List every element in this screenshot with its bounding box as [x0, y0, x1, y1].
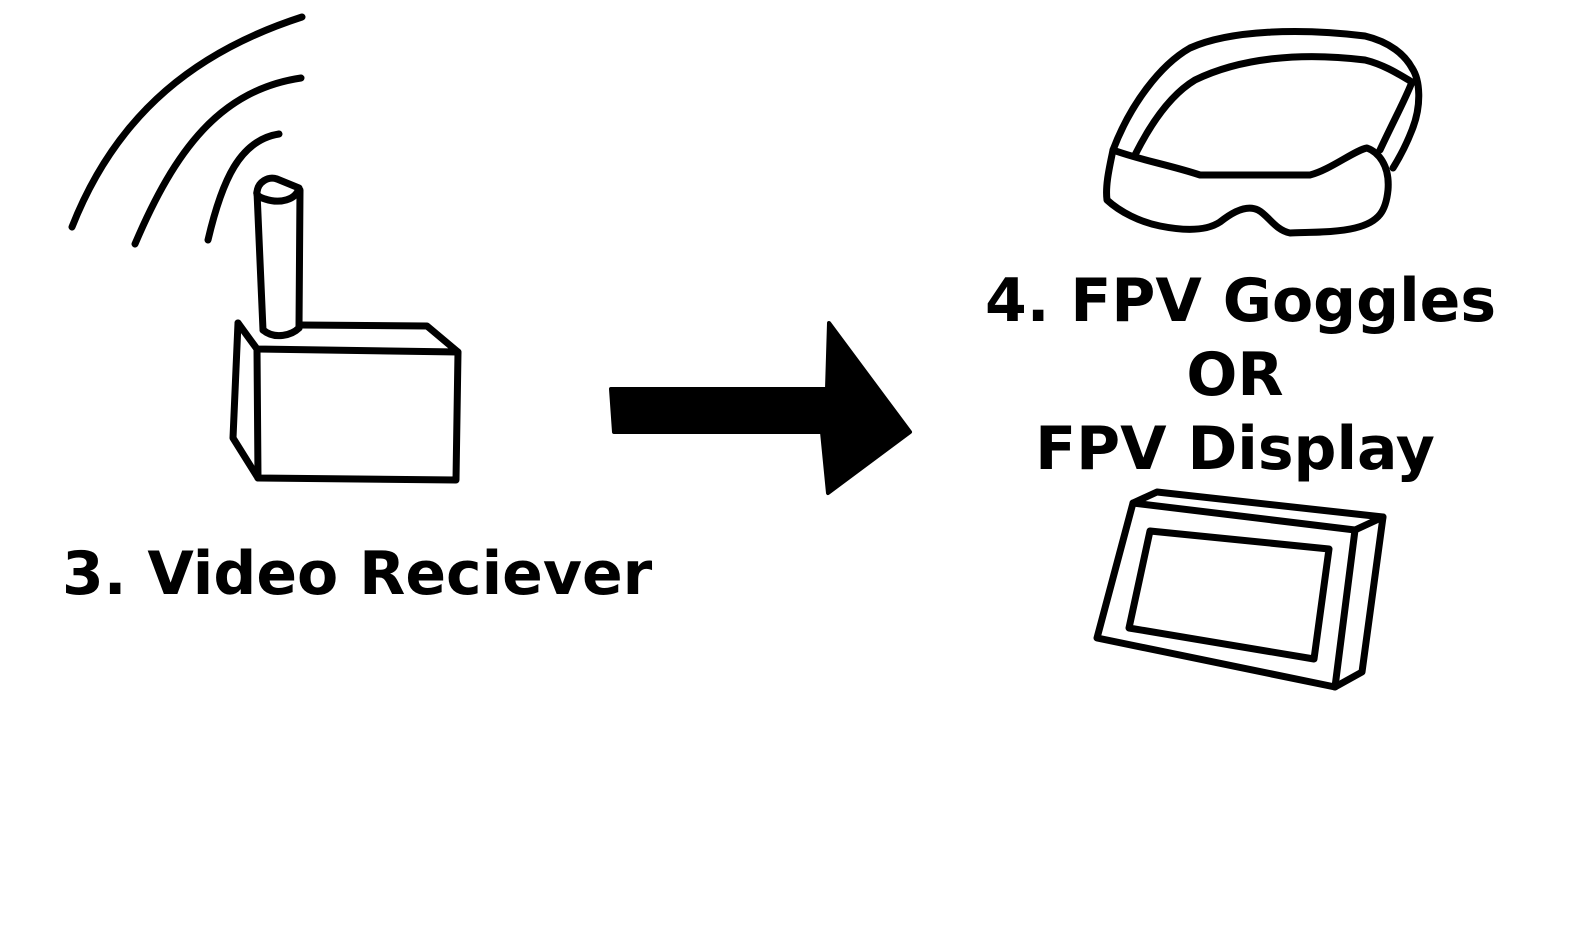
signal-waves-icon	[68, 13, 306, 248]
goggles-label: 4. FPV Goggles	[985, 266, 1497, 336]
fpv-display-icon	[1093, 488, 1387, 691]
goggles-or-display-label: 4. FPV Goggles OR FPV Display	[985, 264, 1497, 486]
right-arrow-icon	[609, 321, 912, 495]
video-receiver-label: 3. Video Reciever	[62, 539, 653, 609]
or-label: OR	[1186, 340, 1284, 410]
fpv-goggles-icon	[1103, 28, 1423, 237]
display-label: FPV Display	[1035, 414, 1435, 484]
video-receiver-icon	[229, 174, 462, 484]
